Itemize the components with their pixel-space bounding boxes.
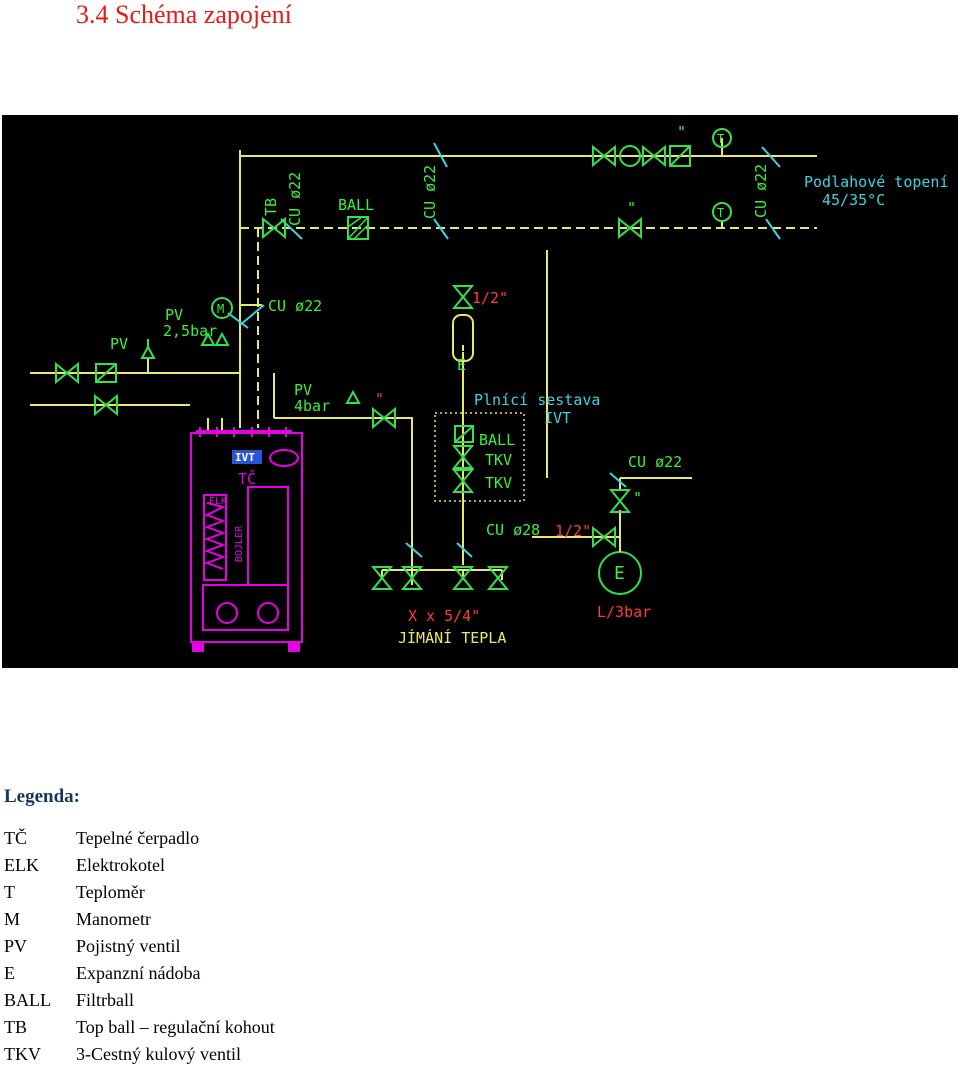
label-half-top: 1/2" [472, 289, 508, 307]
label-pv-25: PV [165, 306, 183, 324]
legend-item: PV Pojistný ventil [4, 936, 275, 963]
legend-text: Pojistný ventil [76, 936, 181, 956]
label-pv-4-bar: 4bar [294, 397, 330, 415]
legend-item: TČ Tepelné čerpadlo [4, 828, 275, 855]
legend-abbr: PV [4, 936, 28, 956]
label-t-upper: T [717, 132, 724, 146]
legend-text: 3-Cestný kulový ventil [76, 1044, 241, 1064]
label-ball-fill: BALL [479, 431, 515, 449]
label-cu22-m: CU ø22 [268, 297, 322, 315]
label-floor-heating: Podlahové topení [804, 173, 949, 191]
heat-pump-unit [190, 427, 303, 652]
label-jimani: JÍMÁNÍ TEPLA [398, 628, 506, 647]
label-floor-heating-temp: 45/35°C [822, 191, 885, 209]
legend-abbr: TKV [4, 1044, 41, 1064]
legend-item: TB Top ball – regulační kohout [4, 1017, 275, 1044]
label-tkv-2: TKV [485, 474, 512, 492]
label-tkv-1: TKV [485, 451, 512, 469]
label-pv-4: PV [294, 381, 312, 399]
legend-abbr: M [4, 909, 21, 929]
label-cu22-right: CU ø22 [752, 164, 770, 218]
label-ball-top: BALL [338, 196, 374, 214]
label-fill-set: Plnící sestava [474, 391, 600, 409]
legend-item: T Teploměr [4, 882, 275, 909]
label-xx: X x 5/4" [408, 607, 480, 625]
label-quote-lower: " [633, 489, 642, 507]
legend-item: BALL Filtrball [4, 990, 275, 1017]
return-pipes [240, 227, 817, 565]
supply-pipes [30, 138, 817, 585]
label-tb: TB [262, 198, 280, 216]
label-e-big: E [614, 563, 625, 584]
label-pv-left: PV [110, 335, 128, 353]
legend-item: TKV 3-Cestný kulový ventil [4, 1044, 275, 1071]
wiring-diagram: TB CU ø22 BALL CU ø22 " T T " CU ø22 PV … [2, 115, 958, 668]
legend-item: E Expanzní nádoba [4, 963, 275, 990]
ivt-logo-badge [232, 450, 262, 464]
label-l3bar: L/3bar [597, 603, 651, 621]
legend-text: Expanzní nádoba [76, 963, 201, 983]
label-t-lower: T [717, 206, 724, 220]
legend-item: ELK Elektrokotel [4, 855, 275, 882]
label-fill-set-ivt: IVT [544, 409, 571, 427]
legend-abbr: ELK [4, 855, 39, 875]
legend-text: Teploměr [76, 882, 145, 902]
label-cu22-lower: CU ø22 [628, 453, 682, 471]
legend-item: M Manometr [4, 909, 275, 936]
legend-abbr: E [4, 963, 15, 983]
legend-list: TČ Tepelné čerpadlo ELK Elektrokotel T Tepl… [4, 828, 275, 1071]
label-elk: ELK [209, 496, 227, 507]
label-cu22-b: CU ø22 [421, 165, 439, 219]
legend-text: Tepelné čerpadlo [76, 828, 200, 848]
legend-text: Filtrball [76, 990, 134, 1010]
label-quote-top: " [677, 123, 686, 141]
page-heading: 3.4 Schéma zapojení [76, 0, 292, 29]
legend-text: Elektrokotel [76, 855, 165, 875]
label-tc: TČ [238, 469, 256, 488]
label-e-tank: E [457, 356, 466, 374]
label-quote-pv4: " [375, 390, 384, 408]
legend-abbr: TČ [4, 828, 28, 848]
pipe-size-marks [227, 142, 781, 558]
diagram-canvas: TB CU ø22 BALL CU ø22 " T T " CU ø22 PV … [30, 123, 949, 652]
legend-text: Top ball – regulační kohout [76, 1017, 275, 1037]
label-half-mid: 1/2" [555, 522, 591, 540]
label-quote-mid: " [627, 199, 636, 217]
label-bojler: BOJLER [234, 525, 245, 562]
label-pv-25-bar: 2,5bar [163, 322, 217, 340]
label-ivt-logo: IVT [235, 451, 255, 464]
label-cu22-a: CU ø22 [286, 172, 304, 226]
legend-text: Manometr [76, 909, 151, 929]
legend-title: Legenda: [4, 786, 80, 807]
legend-abbr: T [4, 882, 15, 902]
label-m: M [217, 302, 224, 316]
legend-abbr: TB [4, 1017, 28, 1037]
filling-set-box [434, 412, 525, 502]
label-cu28: CU ø28 [486, 521, 540, 539]
legend-abbr: BALL [4, 990, 51, 1010]
